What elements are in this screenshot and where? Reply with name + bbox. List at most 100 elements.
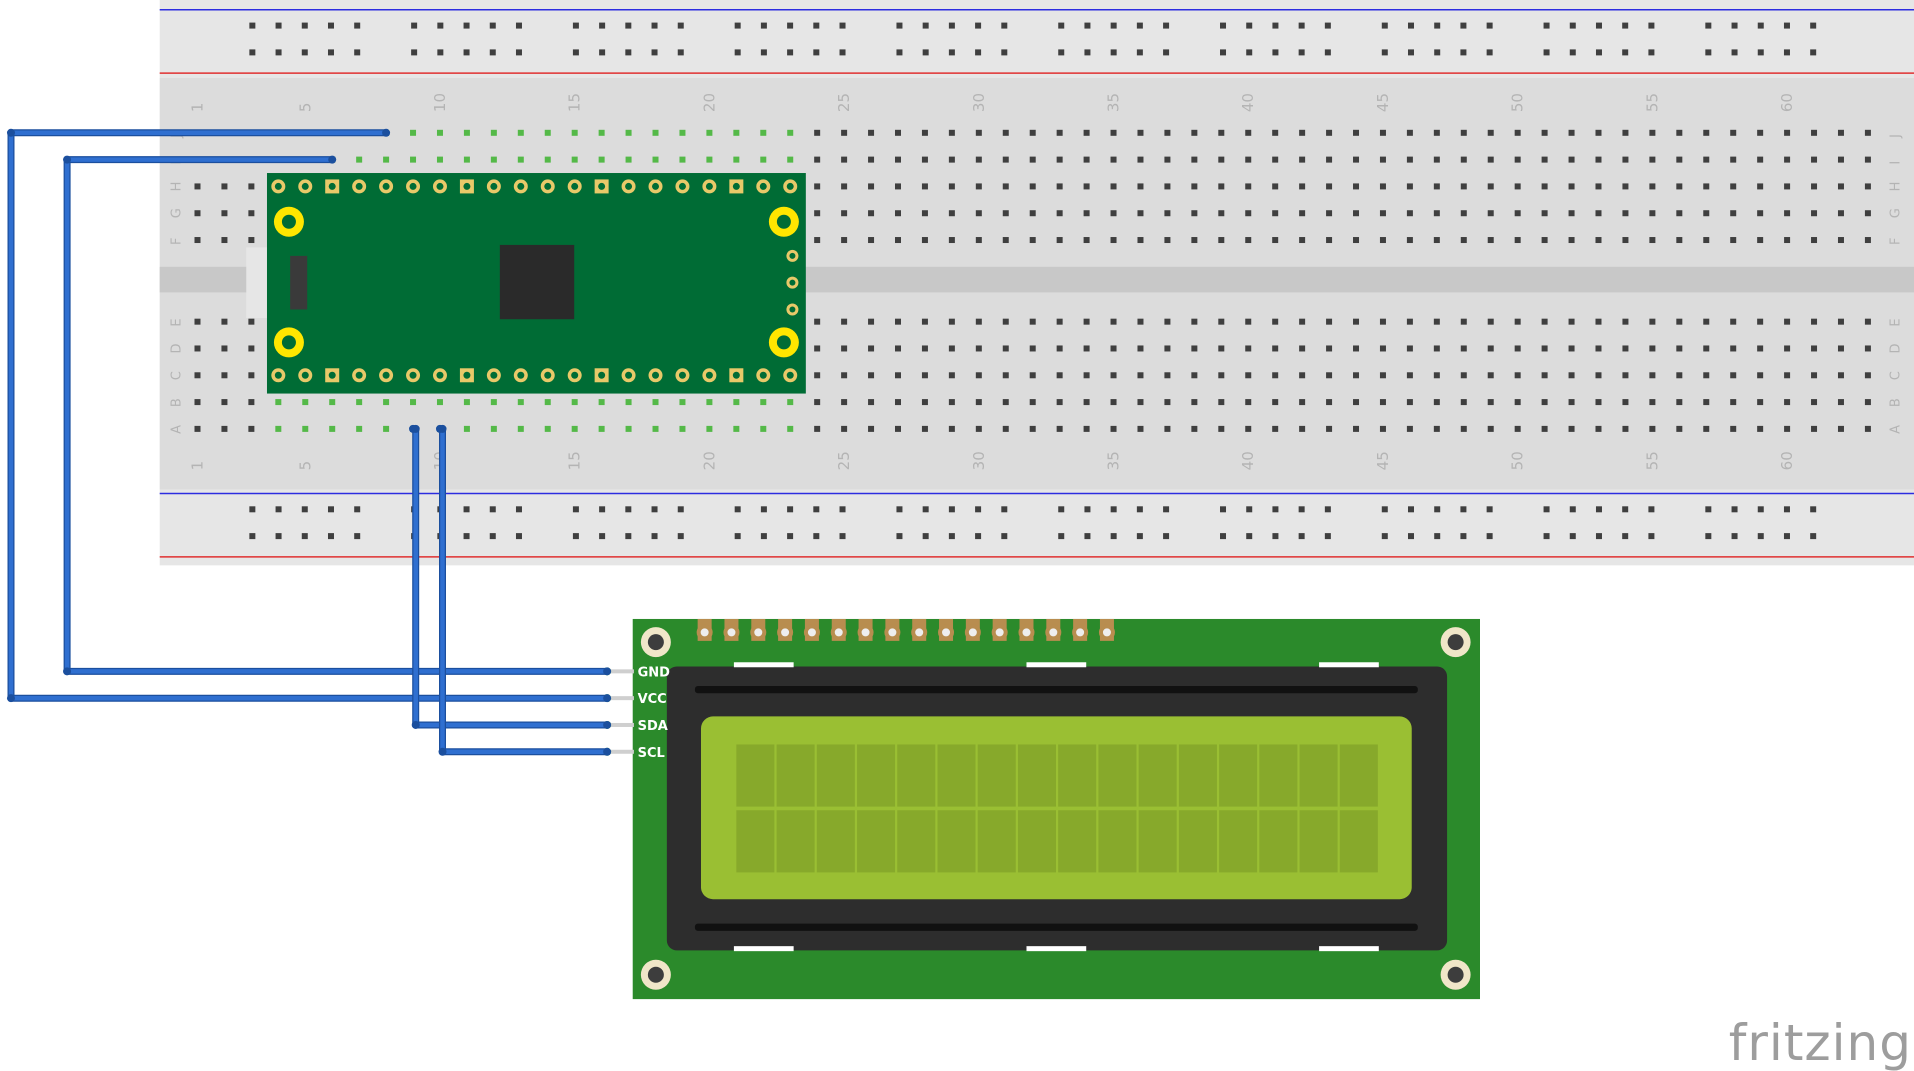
breadboard-hole [1137,237,1144,244]
breadboard-hole [1164,237,1171,244]
breadboard-hole [733,156,740,163]
breadboard-hole [1541,399,1548,406]
character-cell [1017,810,1056,873]
character-cell [736,810,775,873]
wire-vcc[interactable] [8,130,608,701]
header-pin-hole [382,182,390,190]
breadboard-hole [1164,318,1171,325]
breadboard-hole [1272,345,1279,352]
breadboard-hole [841,345,848,352]
character-cell [1017,744,1056,807]
breadboard-hole [1433,318,1440,325]
row-letter-left: H [169,182,184,192]
breadboard-hole [383,399,390,406]
breadboard-hole [1784,399,1791,406]
breadboard-hole [814,345,821,352]
breadboard-hole [975,129,982,136]
rail-hole [275,506,282,513]
breadboard-hole [1406,156,1413,163]
breadboard-hole [1110,345,1117,352]
breadboard-hole [221,210,228,217]
breadboard-hole [652,129,659,136]
breadboard-hole [814,183,821,190]
breadboard-hole [221,345,228,352]
breadboard-hole [1864,183,1871,190]
jumper-wires [6,128,612,756]
breadboard-hole [463,399,470,406]
breadboard-hole [1137,129,1144,136]
rail-hole [1246,533,1253,540]
rail-hole [275,22,282,29]
character-cell [937,744,976,807]
row-letter-left: J [169,134,184,139]
breadboard-hole [1433,399,1440,406]
rail-hole [1783,49,1790,56]
breadboard-hole [544,399,551,406]
breadboard-hole [868,129,875,136]
breadboard-hole [948,345,955,352]
rail-hole [651,533,658,540]
rail-hole [813,22,820,29]
character-cell [1299,744,1338,807]
column-number-bottom: 15 [566,451,584,470]
breadboard-hole [1218,372,1225,379]
rail-hole [839,49,846,56]
rail-hole [463,22,470,29]
breadboard-hole [1730,129,1737,136]
breadboard-hole [1056,399,1063,406]
header-pin-hole [355,182,363,190]
breadboard-hole [1002,210,1009,217]
rail-hole [1084,22,1091,29]
breadboard-hole [1676,210,1683,217]
rail-hole [1324,22,1331,29]
breadboard-hole [706,399,713,406]
header-pin-hole [463,182,471,190]
rail-hole [734,22,741,29]
lcd-pin-label-scl: SCL [638,746,665,761]
lcd-header-pad-hole [1102,628,1111,637]
wire-gnd[interactable] [64,157,608,674]
rail-hole [411,22,418,29]
wire-sda-bend [411,720,420,729]
row-letter-right: E [1888,318,1903,326]
breadboard-hole [975,156,982,163]
breadboard-hole [194,183,201,190]
breadboard-hole [1487,210,1494,217]
rail-hole [625,22,632,29]
header-pin-hole [463,371,471,379]
column-number-bottom: 25 [835,451,853,470]
breadboard-hole [1730,210,1737,217]
breadboard-hole [1299,156,1306,163]
breadboard-hole [894,372,901,379]
rail-hole [1757,533,1764,540]
rail-hole [760,49,767,56]
breadboard-hole [1811,372,1818,379]
column-number-bottom: 35 [1105,451,1123,470]
breadboard-hole [1353,237,1360,244]
breadboard-hole [1110,210,1117,217]
breadboard-hole [814,237,821,244]
rail-hole [1434,506,1441,513]
breadboard-hole [490,129,497,136]
top-power-rail [159,0,1914,78]
lcd-header-pad-hole [995,628,1004,637]
breadboard-hole [841,210,848,217]
breadboard-hole [894,210,901,217]
rail-hole [975,533,982,540]
rail-hole [760,533,767,540]
breadboard-hole [517,129,524,136]
breadboard-hole [1514,237,1521,244]
breadboard-hole [1245,399,1252,406]
breadboard-hole [625,156,632,163]
breadboard-hole [248,210,255,217]
breadboard-hole [868,237,875,244]
breadboard-hole [1784,345,1791,352]
breadboard-hole [1595,425,1602,432]
rail-hole [411,49,418,56]
breadboard-hole [894,318,901,325]
rail-hole [677,22,684,29]
breadboard-hole [1002,129,1009,136]
breadboard-hole [948,210,955,217]
